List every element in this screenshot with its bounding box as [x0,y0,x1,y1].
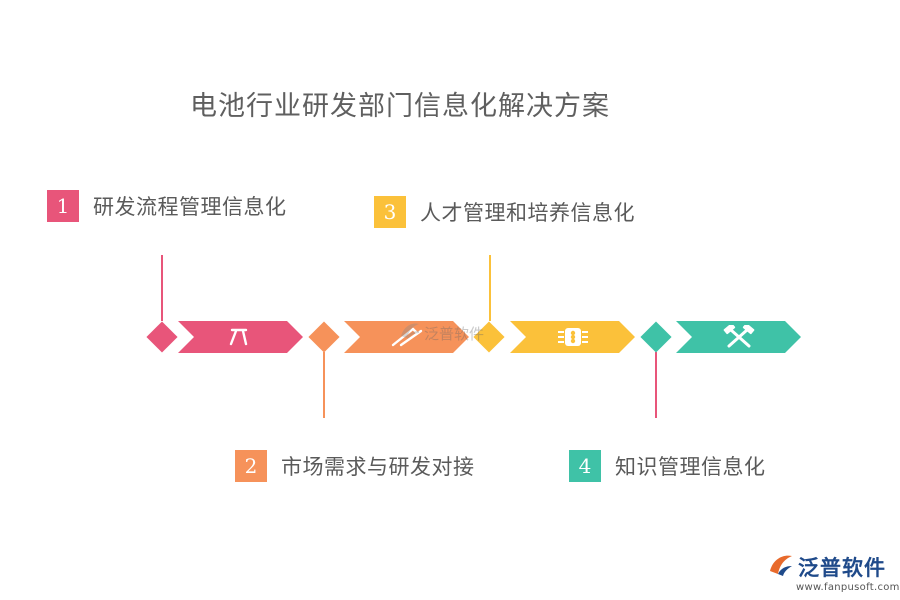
step-2-diamond [308,321,340,353]
step-3-connector [489,255,491,321]
step-1-diamond [146,321,178,353]
step-4-label: 知识管理信息化 [615,455,766,479]
step-4: 4 知识管理信息化 [569,450,766,482]
step-4-chevron [676,321,801,353]
step-2-label: 市场需求与研发对接 [281,455,475,479]
step-1-badge: 1 [47,190,79,222]
brand-logo: 泛普软件 www.fanpusoft.com [768,552,900,593]
tools-icon [224,326,258,348]
step-2: 2 市场需求与研发对接 [235,450,475,482]
traffic-light-icon [553,326,593,348]
ruler-pencil-icon [387,325,427,349]
step-1: 1 研发流程管理信息化 [47,190,287,222]
page-title: 电池行业研发部门信息化解决方案 [190,91,610,122]
step-1-label: 研发流程管理信息化 [93,195,287,219]
step-4-diamond [640,321,672,353]
brand-logo-icon [768,553,794,581]
step-3-chevron [510,321,635,353]
step-3-diamond [473,321,505,353]
step-1-connector [161,255,163,321]
step-1-chevron [178,321,303,353]
brand-url: www.fanpusoft.com [796,582,900,593]
step-3: 3 人才管理和培养信息化 [374,196,635,228]
brand-name: 泛普软件 [798,556,886,580]
step-2-connector [323,352,325,418]
step-3-badge: 3 [374,196,406,228]
step-4-badge: 4 [569,450,601,482]
step-3-label: 人才管理和培养信息化 [420,201,635,225]
crossed-hammers-icon [721,325,757,349]
step-2-badge: 2 [235,450,267,482]
step-4-connector [655,352,657,418]
step-2-chevron [344,321,469,353]
